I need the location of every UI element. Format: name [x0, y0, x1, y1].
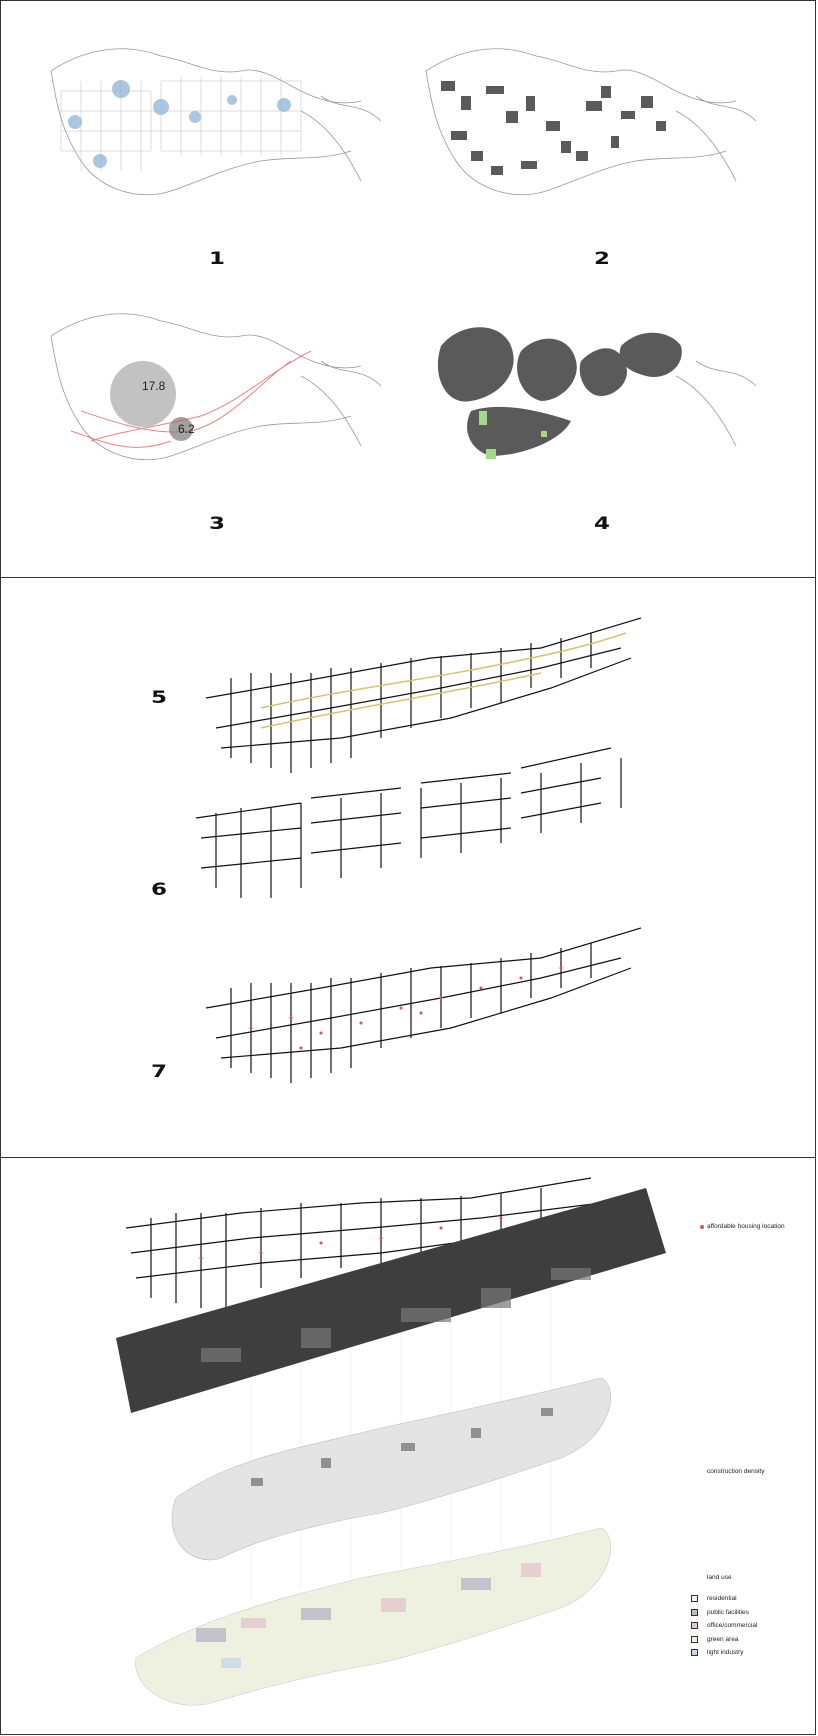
legend-land-use-title: land use — [707, 1574, 732, 1581]
map-4-urban-areas — [437, 327, 682, 456]
layer-road-housing-dots — [199, 1216, 503, 1260]
layer-satellite-image — [116, 1188, 666, 1413]
swatch-green-area — [691, 1636, 698, 1643]
layer-land-use — [135, 1527, 611, 1706]
map-4-green-areas — [479, 411, 547, 459]
panel-city-analysis: 17.8 6.2 1 2 3 4 — [0, 0, 816, 578]
road-map-6 — [195, 747, 622, 898]
legend-construction-density: construction density — [707, 1468, 765, 1475]
map-2-outline — [425, 48, 757, 196]
legend-light-industry: light industry — [707, 1649, 744, 1656]
map-label-3: 3 — [209, 514, 227, 534]
road-map-7 — [205, 927, 642, 1083]
swatch-residential — [691, 1595, 698, 1602]
legend-green-area: green area — [707, 1636, 739, 1643]
swatch-office-commercial — [691, 1622, 698, 1629]
large-circle-value: 17.8 — [142, 379, 166, 393]
city-maps-svg — [50, 48, 757, 461]
legend-public-facilities: public facilities — [707, 1609, 749, 1616]
map-1-outline — [50, 48, 382, 196]
layer-construction-density — [171, 1377, 611, 1561]
layered-maps-svg — [116, 1177, 666, 1706]
road-map-5-corridor — [260, 632, 627, 729]
legend-affordable-housing: affordable housing location — [707, 1223, 785, 1230]
small-circle-value: 6.2 — [178, 422, 195, 436]
large-commute-circle — [110, 361, 176, 427]
layer-density-blocks — [251, 1408, 553, 1486]
road-map-7-housing-dots — [249, 966, 563, 1050]
layer-satellite-texture — [201, 1268, 591, 1362]
map-label-5: 5 — [151, 688, 169, 708]
affordable-housing-dot — [700, 1225, 704, 1229]
map-3-transit-lines — [70, 350, 312, 448]
map-3-outline — [50, 313, 382, 461]
swatch-light-industry — [691, 1649, 698, 1656]
road-map-5 — [205, 617, 642, 773]
small-commute-circle — [169, 417, 193, 441]
map-1-highlights — [68, 80, 291, 168]
map-label-1: 1 — [209, 249, 227, 269]
swatch-public-facilities — [691, 1609, 698, 1616]
panel-layered-analysis: affordable housing location construction… — [0, 1157, 816, 1735]
map-label-7: 7 — [151, 1062, 169, 1082]
map-4-outline — [675, 360, 757, 447]
map-label-2: 2 — [594, 249, 612, 269]
map-label-4: 4 — [594, 514, 612, 534]
map-2-density — [441, 81, 666, 175]
layer-land-use-zones — [196, 1563, 541, 1668]
panel-road-networks: 5 6 7 — [0, 577, 816, 1158]
legend-office-commercial: office/commercial — [707, 1622, 758, 1629]
road-network-svg — [195, 617, 642, 1083]
map-label-6: 6 — [151, 880, 169, 900]
legend-residential: residential — [707, 1595, 737, 1602]
